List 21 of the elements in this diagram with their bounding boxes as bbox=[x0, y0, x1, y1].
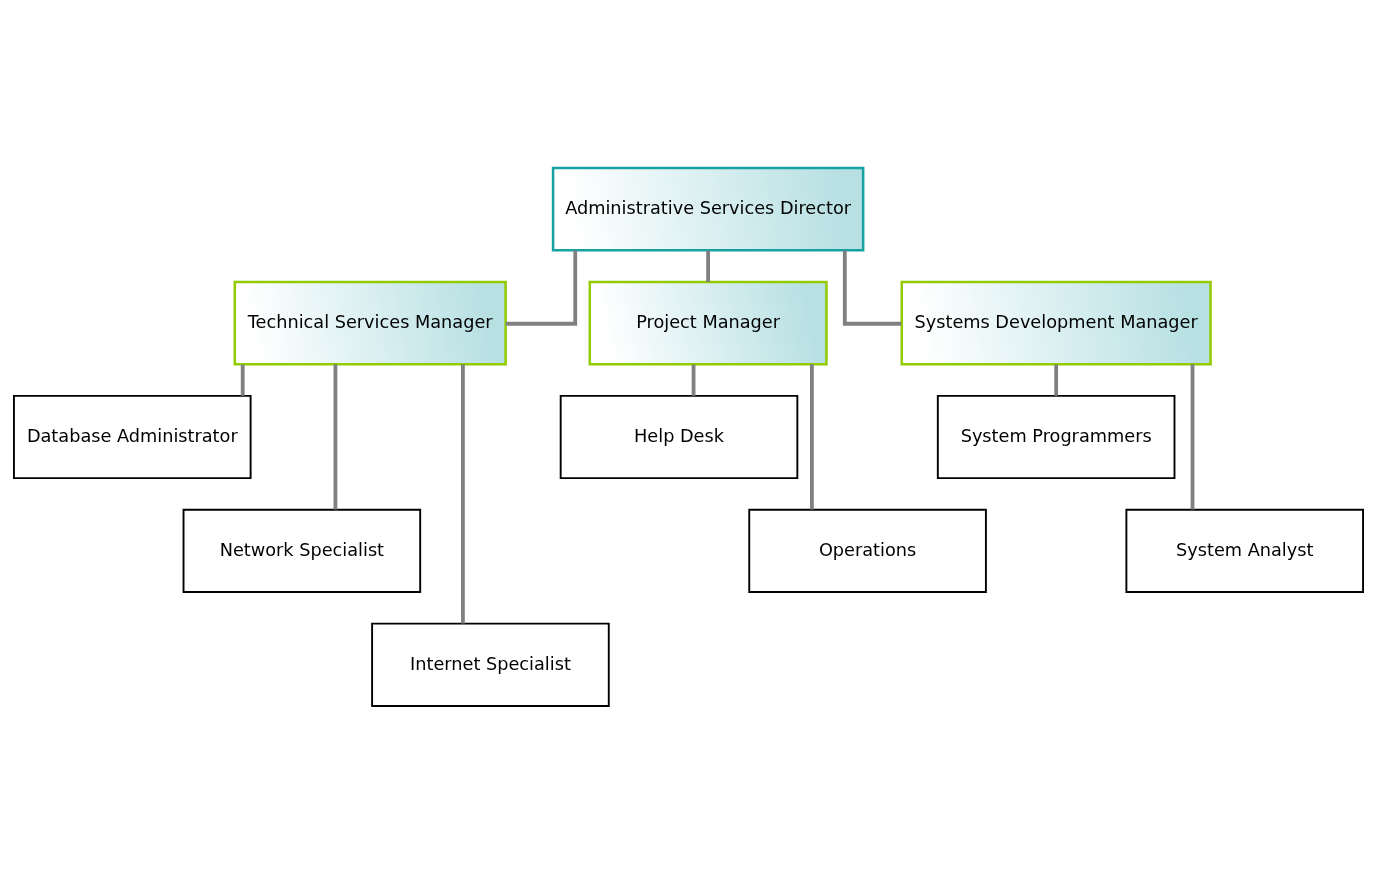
connector bbox=[842, 250, 902, 326]
node-box: Operations bbox=[748, 508, 987, 593]
node-box: Technical Services Manager bbox=[233, 280, 507, 365]
connector bbox=[706, 250, 710, 282]
node-box: Systems Development Manager bbox=[900, 280, 1212, 365]
node-box: Network Specialist bbox=[182, 508, 422, 593]
node-box: System Analyst bbox=[1125, 508, 1364, 593]
connector bbox=[1054, 364, 1059, 396]
connector bbox=[691, 364, 696, 396]
connector bbox=[333, 363, 338, 510]
node-box: System Programmers bbox=[936, 394, 1176, 479]
connector bbox=[1190, 363, 1195, 510]
connector bbox=[505, 250, 578, 326]
node-box: Internet Specialist bbox=[371, 622, 610, 707]
node-box: Project Manager bbox=[588, 280, 828, 365]
connector bbox=[810, 363, 814, 510]
node-box: Administrative Services Director bbox=[551, 166, 865, 252]
node-box: Help Desk bbox=[559, 394, 799, 479]
connector bbox=[240, 364, 245, 396]
node-box: Database Administrator bbox=[13, 394, 252, 479]
connector bbox=[461, 363, 465, 623]
